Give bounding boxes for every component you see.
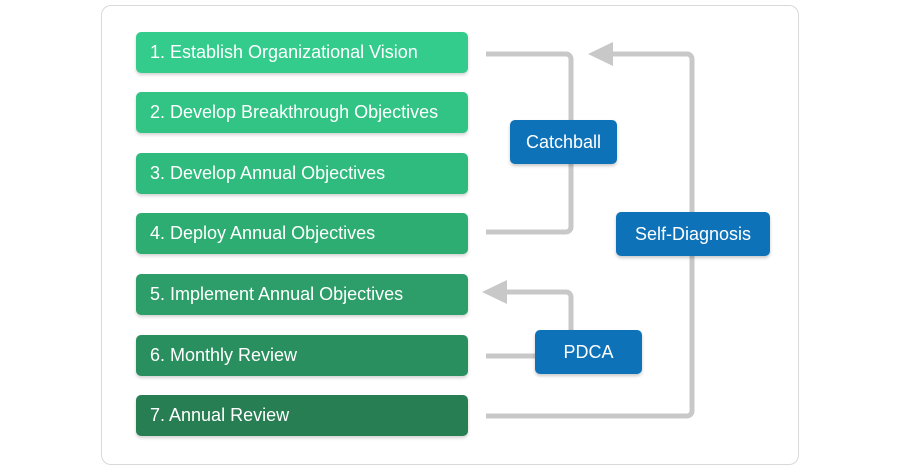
self-diagnosis-label: Self-Diagnosis (616, 212, 770, 256)
step-establish-vision: 1. Establish Organizational Vision (136, 32, 468, 73)
catchball-label: Catchball (510, 120, 617, 164)
step-develop-annual-objectives: 3. Develop Annual Objectives (136, 153, 468, 194)
step-monthly-review: 6. Monthly Review (136, 335, 468, 376)
pdca-arrowhead (482, 280, 507, 304)
pdca-connector (486, 289, 574, 359)
pdca-label: PDCA (535, 330, 642, 374)
step-deploy-annual-objectives: 4. Deploy Annual Objectives (136, 213, 468, 254)
self-diagnosis-arrowhead (588, 42, 613, 66)
step-breakthrough-objectives: 2. Develop Breakthrough Objectives (136, 92, 468, 133)
step-annual-review: 7. Annual Review (136, 395, 468, 436)
step-implement-annual-objectives: 5. Implement Annual Objectives (136, 274, 468, 315)
